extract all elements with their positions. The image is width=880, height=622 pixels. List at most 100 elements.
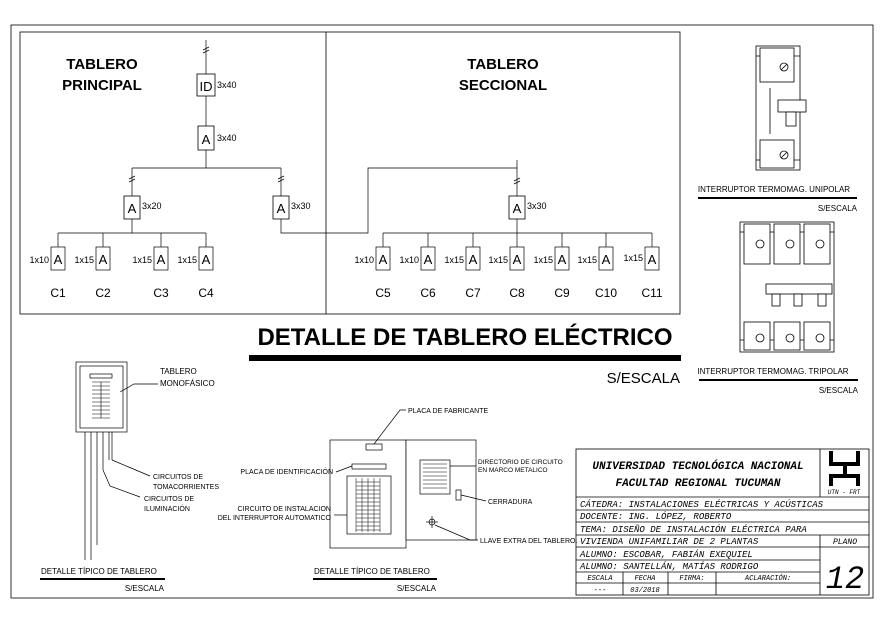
main-title-scale: S/ESCALA: [607, 370, 680, 387]
seccional-title-1: TABLERO: [467, 56, 539, 73]
circuit-breaker-symbol: A: [202, 252, 211, 267]
circuit-rating: 1x10: [399, 255, 419, 265]
label-circuito-1: CIRCUITO DE INSTALACION: [238, 506, 331, 513]
circuit-rating: 1x10: [29, 255, 49, 265]
seccional-circuit-c9: A 1x15 C9: [533, 246, 570, 300]
principal-main-rating: 3x40: [217, 133, 237, 143]
tb-university: UNIVERSIDAD TECNOLÓGICA NACIONAL: [592, 459, 803, 473]
branch-right-rating: 3x30: [291, 201, 311, 211]
circuit-label: C2: [95, 286, 111, 300]
detail2-caption: DETALLE TÍPICO DE TABLERO: [314, 567, 430, 576]
label-tablero: TABLERO: [160, 367, 197, 376]
detail-panel-front: [329, 409, 487, 549]
detail1-caption: DETALLE TÍPICO DE TABLERO: [41, 567, 157, 576]
tb-catedra: CÁTEDRA: INSTALACIONES ELÉCTRICAS Y ACÚS…: [580, 499, 824, 510]
differential-switch: ID 3x40: [196, 73, 237, 97]
label-monofasico: MONOFÁSICO: [160, 379, 215, 388]
circuit-breaker-symbol: A: [602, 252, 611, 267]
seccional-circuit-c8: A 1x15 C8: [488, 246, 525, 300]
tb-alumno-1: ALUMNO: ESCOBAR, FABIÁN EXEQUIEL: [579, 549, 753, 560]
seccional-main-rating: 3x30: [527, 201, 547, 211]
label-directorio-2: EN MARCO METALICO: [478, 467, 548, 474]
circuit-label: C10: [595, 286, 617, 300]
tripolar-caption-underline: [699, 379, 858, 381]
detail1-caption-underline: [40, 578, 165, 580]
tb-docente: DOCENTE: ING. LÓPEZ, ROBERTO: [580, 511, 732, 522]
label-tomacorrientes-2: TOMACORRIENTES: [153, 484, 219, 491]
seccional-title-2: SECCIONAL: [459, 77, 547, 94]
seccional-circuit-c7: A 1x15 C7: [444, 246, 481, 300]
label-iluminacion-1: CIRCUITOS DE: [144, 496, 194, 503]
circuit-label: C7: [465, 286, 481, 300]
tb-tema-2: VIVIENDA UNIFAMILIAR DE 2 PLANTAS: [580, 537, 759, 547]
principal-title-2: PRINCIPAL: [62, 77, 142, 94]
branch-left-symbol: A: [128, 201, 137, 216]
tb-aclaracion-label: ACLARACIÓN:: [744, 573, 791, 583]
tb-escala-label: ESCALA: [587, 575, 612, 583]
utn-logo: [829, 451, 860, 486]
sheet-border: [10, 24, 874, 599]
detail2-scale: S/ESCALA: [397, 584, 437, 593]
principal-main-breaker: A 3x40: [197, 125, 237, 151]
tb-plano-label: PLANO: [833, 538, 857, 547]
branch-breaker-right: A 3x30: [272, 195, 311, 220]
detail2-caption-underline: [313, 578, 437, 580]
circuit-breaker-symbol: A: [379, 252, 388, 267]
label-cerradura: CERRADURA: [488, 499, 533, 506]
seccional-main-breaker: A 3x30: [508, 195, 547, 220]
principal-title-1: TABLERO: [66, 56, 138, 73]
label-circuito-2: DEL INTERRUPTOR AUTOMATICO: [218, 515, 332, 522]
circuit-breaker-symbol: A: [157, 252, 166, 267]
seccional-circuit-c5: A 1x10 C5: [354, 246, 391, 300]
circuit-label: C8: [509, 286, 525, 300]
principal-circuit-c4: A 1x15 C4: [177, 246, 214, 300]
tb-firma-label: FIRMA:: [679, 575, 704, 583]
main-title-text: DETALLE DE TABLERO ELÉCTRICO: [257, 323, 672, 351]
single-line-diagram: TABLERO PRINCIPAL TABLERO SECCIONAL: [19, 31, 681, 315]
circuit-breaker-symbol: A: [54, 252, 63, 267]
detail1-scale: S/ESCALA: [125, 584, 165, 593]
tb-fecha-value: 03/2018: [630, 587, 659, 595]
circuit-label: C5: [375, 286, 391, 300]
circuit-label: C1: [50, 286, 66, 300]
tb-plano-number: 12: [826, 561, 864, 598]
unipolar-caption: INTERRUPTOR TERMOMAG. UNIPOLAR: [698, 185, 850, 194]
circuit-label: C3: [153, 286, 169, 300]
circuit-rating: 1x15: [533, 255, 553, 265]
title-block: UNIVERSIDAD TECNOLÓGICA NACIONAL FACULTA…: [575, 448, 870, 598]
circuit-breaker-symbol: A: [424, 252, 433, 267]
circuit-rating: 1x15: [577, 255, 597, 265]
circuit-label: C4: [198, 286, 214, 300]
label-tomacorrientes-1: CIRCUITOS DE: [153, 474, 203, 481]
seccional-circuit-c10: A 1x15 C10: [577, 246, 617, 300]
branch-left-rating: 3x20: [142, 201, 162, 211]
principal-circuit-c3: A 1x15 C3: [132, 246, 169, 300]
label-placa-fabricante: PLACA DE FABRICANTE: [408, 408, 488, 415]
main-title-underline: [249, 355, 681, 361]
circuit-label: C6: [420, 286, 436, 300]
branch-right-symbol: A: [277, 201, 286, 216]
tb-logo-text: UTN - FRT: [828, 489, 861, 496]
circuit-breaker-symbol: A: [99, 252, 108, 267]
id-box-label: ID: [200, 79, 213, 94]
tripolar-scale: S/ESCALA: [819, 386, 859, 395]
tb-escala-value: ---: [594, 587, 607, 595]
detail-board-monofasico: [75, 361, 158, 560]
branch-breaker-left: A 3x20: [123, 195, 162, 220]
seccional-main-symbol: A: [513, 201, 522, 216]
tb-fecha-label: FECHA: [634, 575, 655, 583]
circuit-rating: 1x15: [488, 255, 508, 265]
unipolar-scale: S/ESCALA: [818, 204, 858, 213]
circuit-rating: 1x10: [354, 255, 374, 265]
seccional-circuit-c11: A 1x15 C11: [623, 246, 663, 300]
label-placa-identificacion: PLACA DE IDENTIFICACIÓN: [240, 467, 333, 476]
tb-alumno-2: ALUMNO: SANTELLÁN, MATÍAS RODRIGO: [579, 561, 759, 572]
circuit-rating: 1x15: [74, 255, 94, 265]
circuit-rating: 1x15: [623, 253, 643, 263]
circuit-breaker-symbol: A: [648, 252, 657, 267]
circuit-label: C11: [641, 286, 662, 300]
id-rating: 3x40: [217, 80, 237, 90]
tripolar-caption: INTERRUPTOR TERMOMAG. TRIPOLAR: [697, 367, 848, 376]
principal-circuit-c2: A 1x15 C2: [74, 246, 111, 300]
